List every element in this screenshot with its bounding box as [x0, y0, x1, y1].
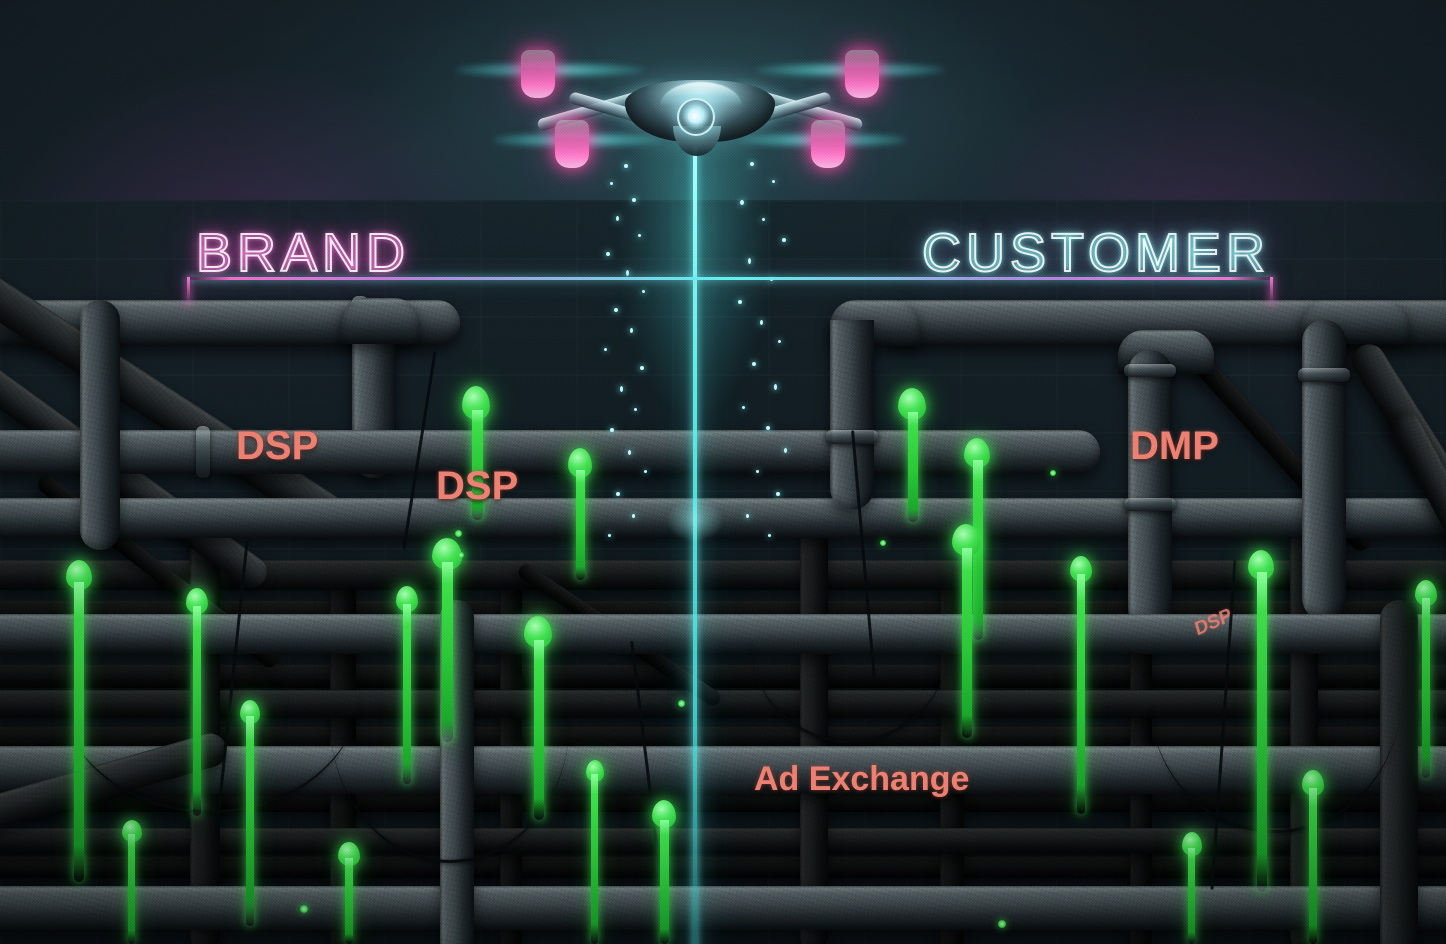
- pipe-flange-left-mid: [196, 426, 210, 478]
- slime-drip-19: [591, 774, 598, 944]
- label-dsp-2: DSP: [436, 464, 519, 508]
- pipe-front-col-2: [1380, 600, 1418, 944]
- slime-drip-6: [193, 606, 201, 816]
- slime-splat-7: [998, 920, 1006, 928]
- slime-splat-1: [455, 530, 462, 537]
- slime-drip-14: [1077, 574, 1085, 814]
- pipe-flange-dmp-1: [1124, 364, 1176, 377]
- pipe-right-riser: [830, 320, 874, 510]
- motor-front-right: [811, 120, 845, 168]
- pipe-right-corner-riser: [1302, 320, 1346, 620]
- pipe-left-mid: [0, 430, 1100, 474]
- slime-drip-9: [345, 858, 353, 944]
- neon-bracket-right: [1270, 277, 1273, 305]
- slime-drip-2: [576, 470, 585, 580]
- slime-splat-5: [1050, 470, 1056, 476]
- slime-splat-2: [458, 552, 464, 558]
- pipe-flange-dmp-2: [1124, 498, 1176, 511]
- slime-drip-18: [128, 834, 135, 944]
- pipe-left-elbow-top: [340, 298, 420, 344]
- camera-lens-icon: [677, 98, 715, 136]
- label-dmp: DMP: [1130, 424, 1219, 468]
- motor-rear-right: [845, 50, 879, 98]
- customer-neon-title: CUSTOMER: [921, 222, 1270, 284]
- slime-drip-13: [962, 548, 972, 738]
- slime-drip-20: [1188, 848, 1195, 944]
- label-dsp-1: DSP: [236, 424, 319, 468]
- slime-drip-4: [534, 640, 544, 820]
- slime-drip-17: [1422, 598, 1430, 778]
- slime-drip-11: [908, 412, 918, 522]
- pipe-flange-right-corner: [1298, 368, 1350, 382]
- slime-drip-16: [1309, 788, 1317, 944]
- particle-spray-right: [732, 158, 794, 548]
- slime-splat-6: [300, 905, 308, 913]
- motor-front-left: [555, 120, 589, 168]
- slime-drip-8: [403, 604, 411, 784]
- drone-icon: [455, 22, 945, 182]
- particle-spray-left: [596, 158, 656, 548]
- slime-drip-15: [1257, 572, 1267, 892]
- neon-bracket-left: [187, 277, 190, 305]
- label-ad-exchange: Ad Exchange: [754, 760, 970, 798]
- slime-drip-5: [74, 582, 84, 882]
- slime-splat-3: [880, 540, 886, 546]
- motor-rear-left: [521, 50, 555, 98]
- light-beam: [693, 146, 697, 944]
- beam-pipe-highlight: [666, 498, 724, 542]
- pipe-left-trunk: [80, 300, 120, 550]
- slime-drip-7: [246, 716, 254, 926]
- slime-drip-10: [660, 820, 669, 944]
- pipe-dmp-riser: [1128, 350, 1172, 630]
- slime-drip-3: [442, 562, 453, 742]
- brand-neon-title: BRAND: [195, 222, 411, 284]
- slime-splat-4: [678, 700, 685, 707]
- pipe-front-2: [0, 886, 1446, 930]
